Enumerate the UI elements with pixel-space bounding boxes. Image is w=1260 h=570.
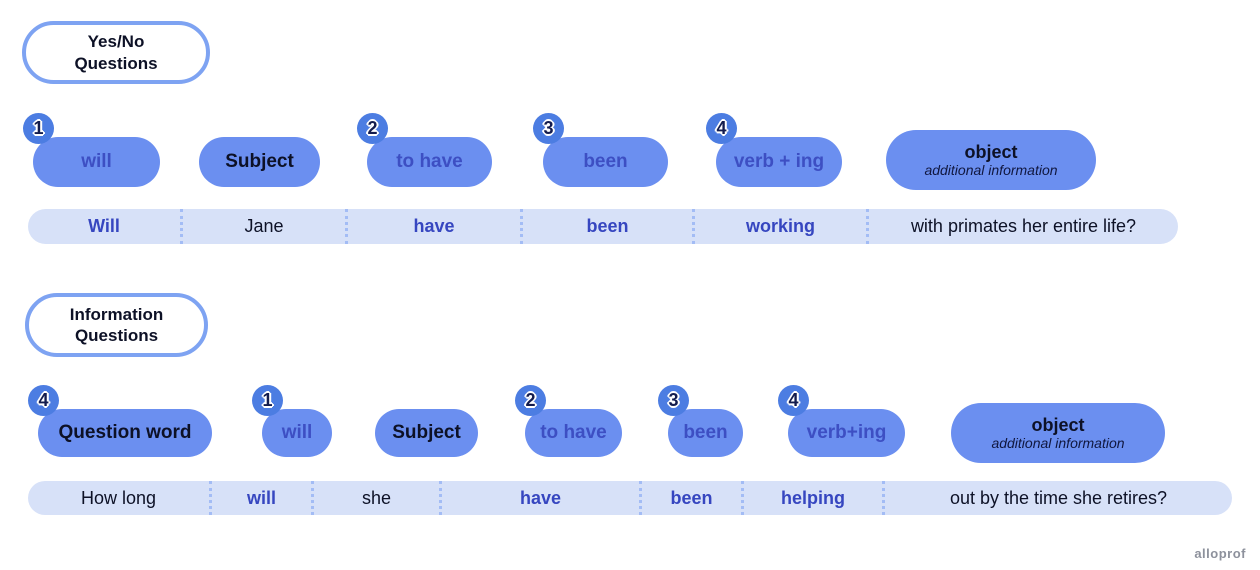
pill-subject: Subject	[199, 137, 320, 187]
pill-label: verb + ing	[733, 151, 825, 172]
pill-label: been	[683, 422, 728, 443]
pill-label: will	[81, 151, 112, 172]
example-word: will	[209, 481, 311, 515]
pill-to-have: 2 to have	[515, 385, 622, 457]
pill-label: Subject	[225, 151, 294, 172]
section-title-information-questions: Information Questions	[25, 293, 208, 357]
pill-label: been	[583, 151, 628, 172]
pill-been: 3 been	[533, 113, 668, 187]
example-word: with primates her entire life?	[866, 209, 1178, 244]
example-word: out by the time she retires?	[882, 481, 1232, 515]
example-word: have	[439, 481, 639, 515]
object-sublabel: additional information	[991, 435, 1125, 452]
pill-object: object additional information	[886, 130, 1096, 190]
example-word: have	[345, 209, 520, 244]
step-badge-4: 4	[706, 113, 737, 144]
step-badge-2: 2	[357, 113, 388, 144]
section-title-yes-no-questions: Yes/No Questions	[22, 21, 210, 84]
section-title-text: Information Questions	[69, 304, 164, 345]
example-sentence-information: How long will she have been helping out …	[28, 481, 1232, 515]
section-title-text: Yes/No Questions	[74, 32, 158, 73]
pill-label: Subject	[392, 422, 461, 443]
object-label: object	[1031, 414, 1085, 435]
pill-verb-ing: 4 verb + ing	[706, 113, 842, 187]
alloprof-logo: alloprof	[1194, 546, 1246, 561]
step-badge-4: 4	[28, 385, 59, 416]
pill-subject: Subject	[375, 409, 478, 457]
step-badge-1: 1	[23, 113, 54, 144]
object-label: object	[964, 141, 1018, 162]
example-word: working	[692, 209, 866, 244]
object-sublabel: additional information	[924, 162, 1058, 179]
pill-will: 1 will	[23, 113, 160, 187]
example-word: she	[311, 481, 439, 515]
pill-been: 3 been	[658, 385, 743, 457]
pill-object: object additional information	[951, 403, 1165, 463]
step-badge-1: 1	[252, 385, 283, 416]
step-badge-3: 3	[658, 385, 689, 416]
pill-label: will	[281, 422, 313, 443]
pill-label: Question word	[58, 422, 192, 443]
pill-question-word: 4 Question word	[28, 385, 212, 457]
example-word: been	[639, 481, 741, 515]
pill-label: to have	[540, 422, 607, 443]
pill-to-have: 2 to have	[357, 113, 492, 187]
step-badge-3: 3	[533, 113, 564, 144]
example-word: Jane	[180, 209, 345, 244]
pill-label: to have	[396, 151, 463, 172]
pill-label: verb+ing	[806, 422, 887, 443]
example-word: How long	[80, 487, 157, 508]
step-badge-4: 4	[778, 385, 809, 416]
pill-will: 1 will	[252, 385, 332, 457]
step-badge-2: 2	[515, 385, 546, 416]
pill-verb-ing: 4 verb+ing	[778, 385, 905, 457]
example-word: been	[520, 209, 692, 244]
example-word: Will	[88, 216, 120, 236]
example-word: helping	[741, 481, 882, 515]
example-sentence-yes-no: Will Jane have been working with primate…	[28, 209, 1178, 244]
